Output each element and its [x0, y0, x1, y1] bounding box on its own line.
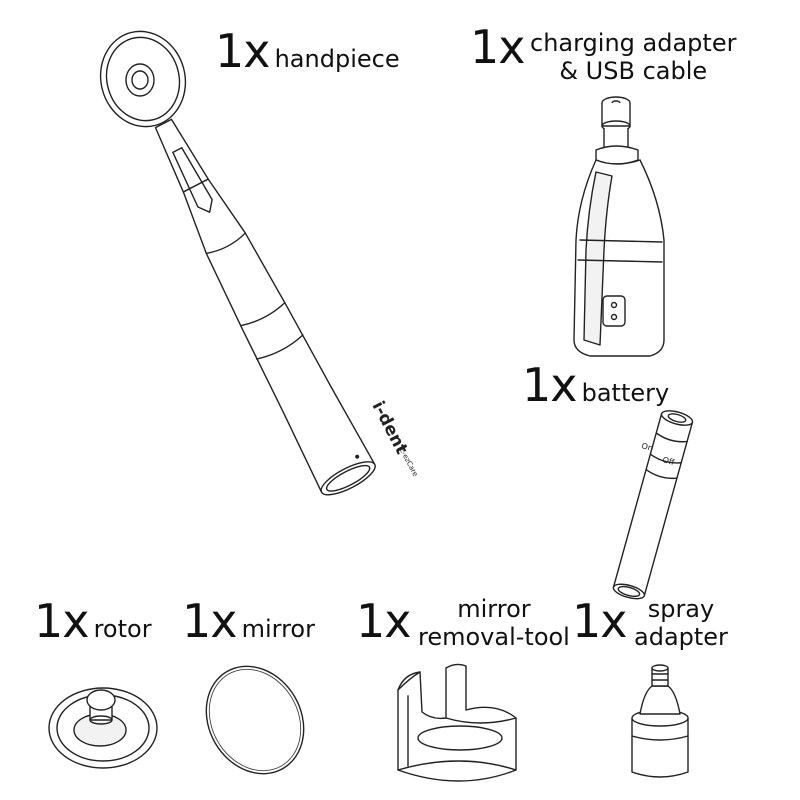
mirror-illustration [187, 649, 323, 792]
removal-tool-name-line1: mirror [457, 595, 531, 623]
charger-name-line2: & USB cable [559, 56, 708, 85]
battery-name: battery [581, 379, 670, 407]
spray-name-label: spray adapter [634, 595, 728, 651]
rotor-qty: 1x [34, 594, 89, 648]
battery-on-mark: On [640, 441, 653, 453]
handpiece-name: handpiece [274, 45, 400, 73]
charger-name-line1: charging adapter [530, 29, 737, 57]
battery-off-mark: Off [661, 455, 675, 467]
spray-name-line1: spray [647, 595, 715, 623]
spray-qty: 1x [572, 594, 627, 648]
handpiece-label: 1x handpiece [215, 28, 400, 74]
removal-tool-name-label: mirror removal-tool [418, 595, 570, 651]
handpiece-qty: 1x [215, 24, 270, 78]
battery-illustration: On Off [612, 408, 694, 602]
mirror-label: 1x mirror [182, 598, 315, 644]
charger-qty-label: 1x [470, 24, 525, 70]
removal-tool-qty-label: 1x [356, 598, 411, 644]
rotor-name: rotor [93, 615, 152, 643]
mirror-name: mirror [241, 615, 315, 643]
spray-qty-label: 1x [572, 598, 627, 644]
charger-qty: 1x [470, 20, 525, 74]
handpiece-illustration: i-dent E-ezCare [90, 22, 419, 501]
charger-illustration [574, 97, 664, 356]
removal-tool-name-line2: removal-tool [418, 622, 570, 651]
rotor-label: 1x rotor [34, 598, 152, 644]
handpiece-logo-sub: E-ezCare [398, 447, 419, 478]
removal-tool-illustration [398, 664, 516, 781]
removal-tool-qty: 1x [356, 594, 411, 648]
rotor-illustration [49, 688, 157, 768]
charger-name-label: charging adapter & USB cable [530, 29, 737, 85]
mirror-qty: 1x [182, 594, 237, 648]
battery-qty: 1x [522, 358, 577, 412]
spray-illustration [632, 665, 688, 777]
battery-label: 1x battery [522, 362, 669, 408]
spray-name-line2: adapter [634, 622, 728, 651]
